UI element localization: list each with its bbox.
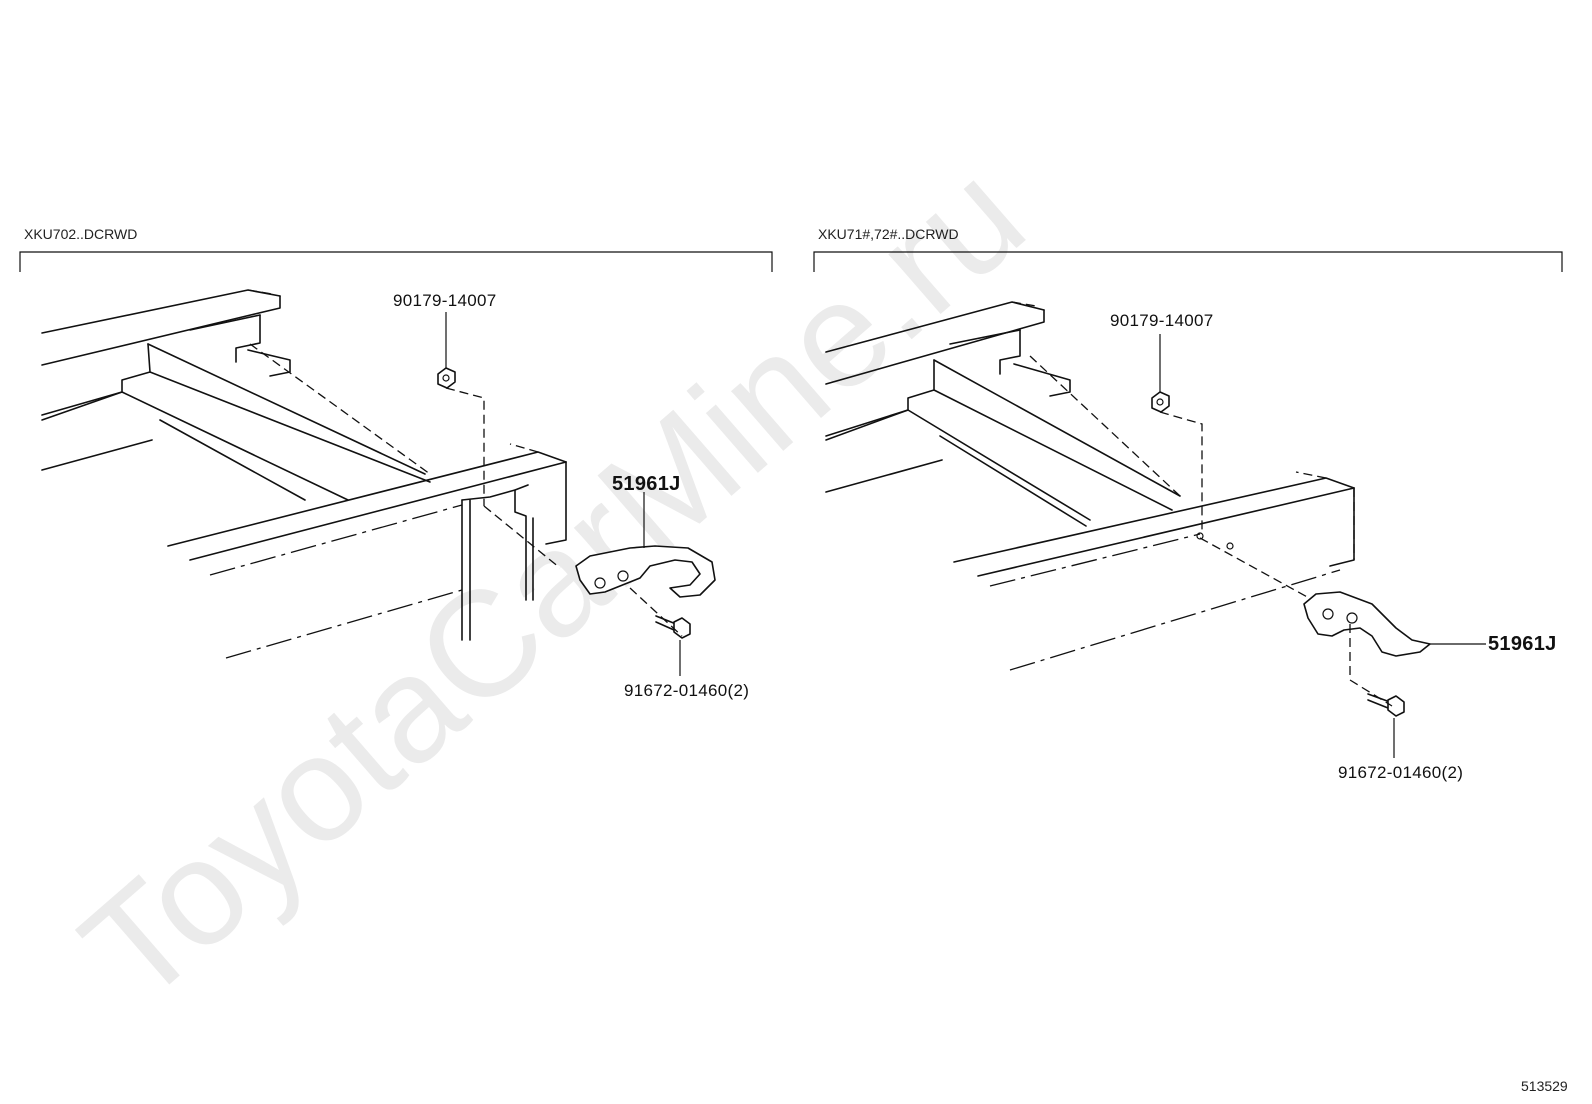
callout-bolt: 91672-01460(2) <box>1338 763 1463 782</box>
bolt-icon <box>1367 693 1405 717</box>
callout-hook: 51961J <box>1488 633 1557 655</box>
bolt-icon <box>655 615 691 639</box>
panel-left: XKU702..DCRWD <box>19 226 773 700</box>
nut-icon <box>437 367 456 389</box>
panel-bracket <box>813 251 1563 272</box>
diagram-number: 513529 <box>1521 1078 1568 1094</box>
callout-hook: 51961J <box>612 473 681 495</box>
frame-illustration <box>825 301 1355 671</box>
callout-bolt: 91672-01460(2) <box>624 681 749 700</box>
frame-illustration <box>41 289 567 659</box>
panel-bracket <box>19 251 773 272</box>
nut-icon <box>1151 391 1170 413</box>
tow-hook-icon <box>575 545 716 598</box>
callout-nut: 90179-14007 <box>393 291 497 310</box>
panel-right: XKU71#,72#..DCRWD <box>813 226 1563 782</box>
callout-nut: 90179-14007 <box>1110 311 1214 330</box>
watermark: ToyotaCarMine.ru <box>51 131 1055 1034</box>
variant-label: XKU702..DCRWD <box>24 226 137 242</box>
variant-label: XKU71#,72#..DCRWD <box>818 226 959 242</box>
tow-hook-icon <box>1303 591 1431 657</box>
